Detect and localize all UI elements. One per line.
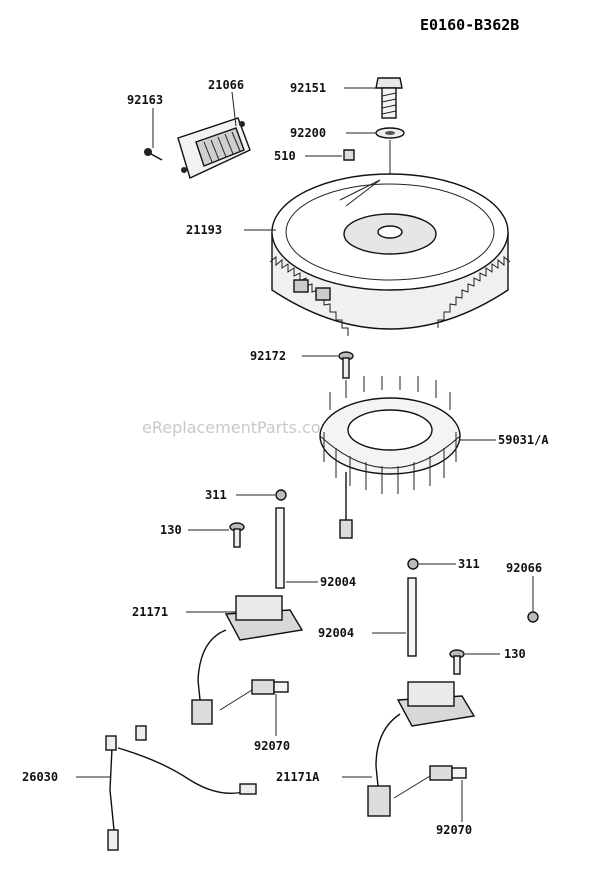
washer-92200[interactable] xyxy=(375,127,405,139)
stud-92004-left[interactable] xyxy=(275,507,285,589)
key-510[interactable] xyxy=(343,149,355,161)
spark-plug-92070-right[interactable] xyxy=(393,765,467,799)
label-92066: 92066 xyxy=(506,561,542,575)
label-92163: 92163 xyxy=(127,93,163,107)
regulator-part[interactable] xyxy=(177,117,251,179)
label-21171A: 21171A xyxy=(276,770,320,784)
label-92151: 92151 xyxy=(290,81,326,95)
bolt-92151[interactable] xyxy=(375,77,403,119)
label-92070-left: 92070 xyxy=(254,739,290,753)
label-311-right: 311 xyxy=(458,557,480,571)
label-92004-left: 92004 xyxy=(320,575,356,589)
label-92070-right: 92070 xyxy=(436,823,472,837)
label-92004-right: 92004 xyxy=(318,626,354,640)
label-21193: 21193 xyxy=(186,223,222,237)
label-21171: 21171 xyxy=(132,605,168,619)
nut-311-left[interactable] xyxy=(275,489,287,501)
label-311-left: 311 xyxy=(205,488,227,502)
stator-59031A[interactable] xyxy=(319,376,461,539)
nut-311-right[interactable] xyxy=(407,558,419,570)
bolt-130-left[interactable] xyxy=(229,522,245,548)
stud-92004-right[interactable] xyxy=(407,577,417,657)
wire-harness-26030[interactable] xyxy=(105,725,257,851)
bolt-130-right[interactable] xyxy=(449,649,465,675)
label-21066: 21066 xyxy=(208,78,244,92)
flywheel-21193[interactable] xyxy=(269,173,511,336)
label-130-left: 130 xyxy=(160,523,182,537)
label-92200: 92200 xyxy=(290,126,326,140)
ignition-coil-21171[interactable] xyxy=(191,595,304,725)
diagram-id: E0160-B362B xyxy=(420,16,519,34)
label-510: 510 xyxy=(274,149,296,163)
label-26030: 26030 xyxy=(22,770,58,784)
spark-plug-92070-left[interactable] xyxy=(219,679,289,711)
label-92172: 92172 xyxy=(250,349,286,363)
watermark: eReplacementParts.com xyxy=(142,418,336,437)
screw-92066[interactable] xyxy=(527,611,539,623)
label-59031A: 59031/A xyxy=(498,433,549,447)
label-130-right: 130 xyxy=(504,647,526,661)
screw-92163[interactable] xyxy=(144,148,163,161)
ignition-coil-21171A[interactable] xyxy=(367,681,476,817)
screw-92172[interactable] xyxy=(338,351,354,379)
